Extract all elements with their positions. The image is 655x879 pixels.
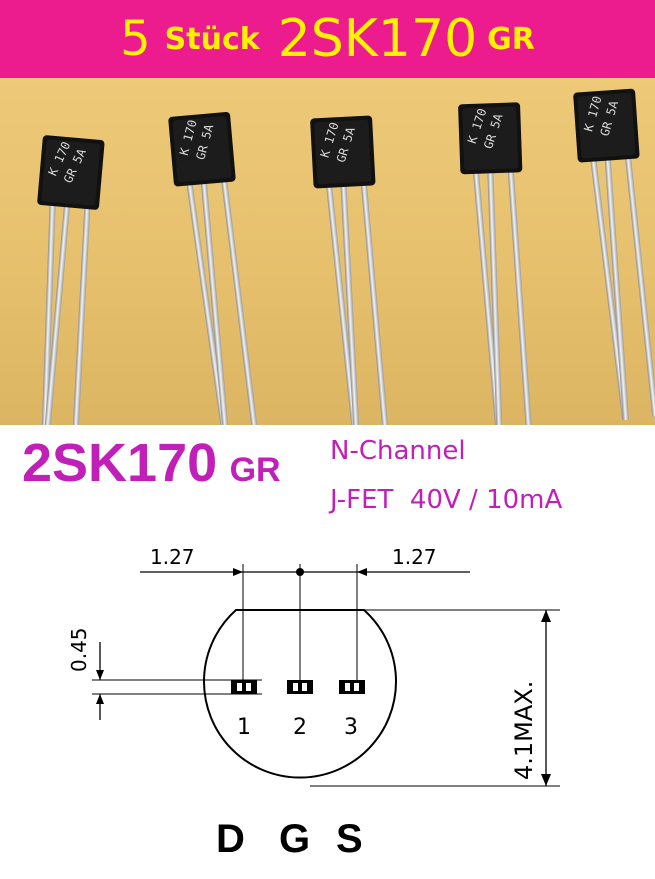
lead-width-label: 0.45	[67, 627, 91, 672]
pin-label-gate: G	[279, 817, 310, 861]
header-banner	[0, 0, 655, 78]
product-title: 2SK170 GR	[22, 432, 281, 494]
banner-grade: GR	[487, 21, 535, 57]
transistor-3: K 170 GR 5A	[310, 115, 390, 425]
transistor-1: K 170 GR 5A	[14, 134, 106, 425]
spec-ratings: J-FET 40V / 10mA	[330, 485, 563, 515]
arrow-icon	[541, 774, 551, 786]
package-dimension-drawing: 1.27 1.27 0.45 4.1MAX. 1 2 3 D G S	[67, 545, 560, 861]
arrow-icon	[541, 610, 551, 622]
pin-label-drain: D	[216, 817, 245, 861]
banner-title: 5 Stück 2SK170 GR	[0, 0, 655, 78]
lead-2	[287, 680, 313, 694]
arrow-icon	[233, 568, 243, 576]
product-grade: GR	[229, 451, 281, 489]
banner-quantity: 5	[120, 11, 151, 67]
transistor-4: K 170 GR 5A	[458, 102, 532, 425]
pitch-right-label: 1.27	[392, 545, 437, 569]
product-part-number: 2SK170	[22, 433, 218, 493]
banner-word: Stück	[164, 21, 260, 57]
package-outline	[203, 609, 397, 779]
transistor-photo-illustration: K 170 GR 5A K 170 GR 5A K 170 GR 5A K 17…	[14, 88, 655, 425]
arrow-icon	[357, 568, 367, 576]
arrow-icon	[96, 670, 104, 680]
transistor-5: K 170 GR 5A	[573, 88, 655, 423]
arrow-icon	[96, 694, 104, 704]
product-photo: K 170 GR 5A K 170 GR 5A K 170 GR 5A K 17…	[0, 78, 655, 425]
body-height-label: 4.1MAX.	[510, 681, 538, 780]
lead-1	[231, 680, 257, 694]
spec-channel-type: N-Channel	[330, 436, 466, 466]
pin-number: 2	[293, 715, 307, 740]
pitch-left-label: 1.27	[150, 545, 195, 569]
pin-label-source: S	[336, 817, 363, 861]
banner-part-number: 2SK170	[277, 9, 478, 69]
transistor-2: K 170 GR 5A	[168, 111, 260, 425]
lead-3	[339, 680, 365, 694]
pin-number: 1	[237, 715, 251, 740]
pin-number: 3	[344, 715, 358, 740]
